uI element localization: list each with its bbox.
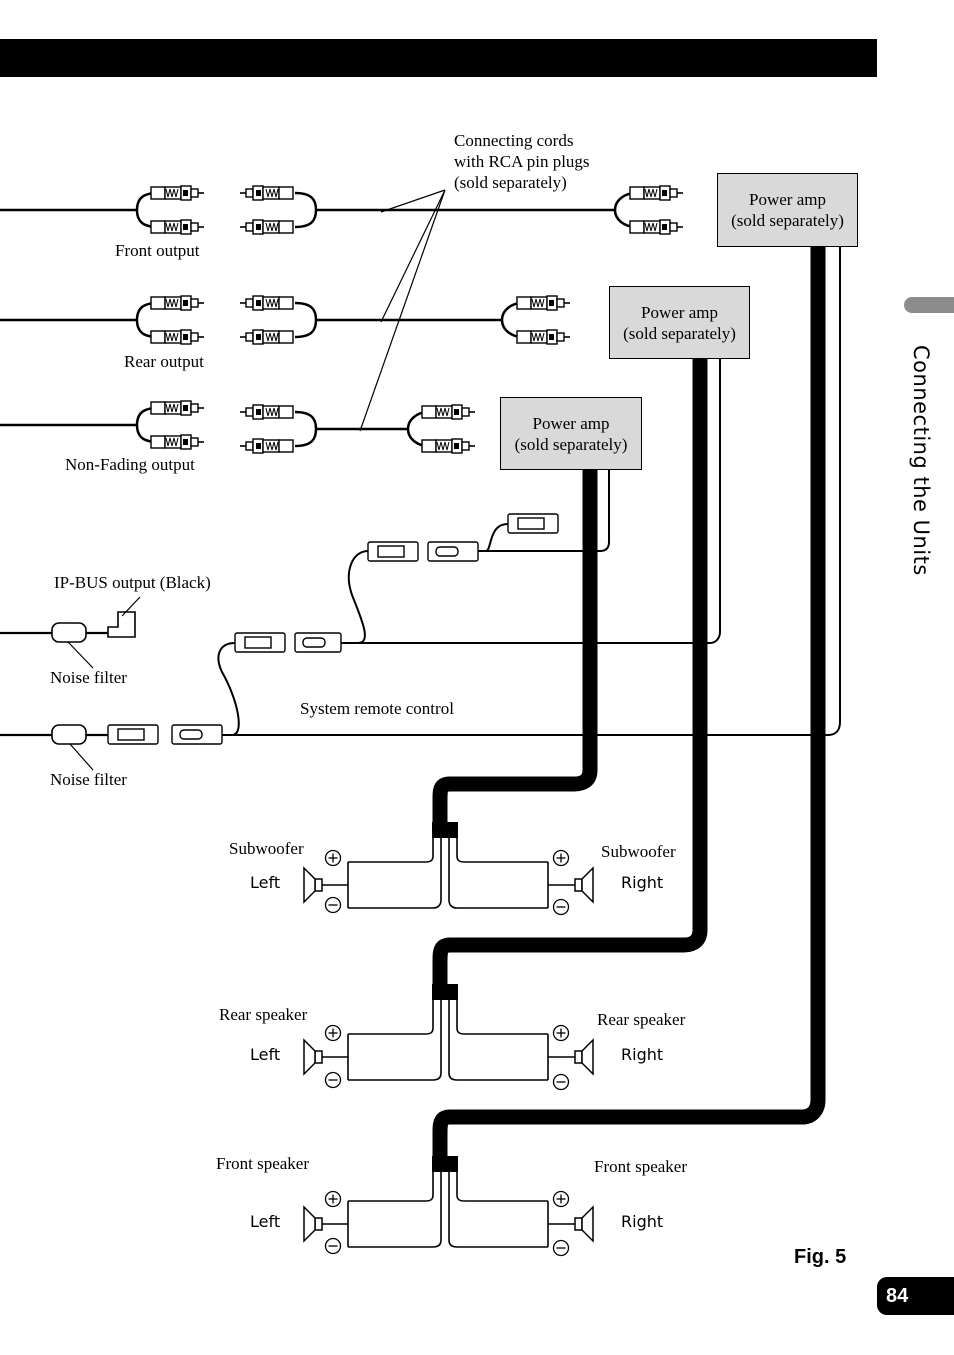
noise-filter-2 [51,724,87,745]
noise-filter-1 [51,611,136,643]
rca-note-pointers [359,189,446,432]
rear-right-side: Right [621,1045,664,1064]
rca-note: Connecting cords with RCA pin plugs (sol… [454,130,590,193]
ipbus-cable [0,631,108,737]
power-amp-rear-line2: (sold separately) [623,323,736,343]
rear-output-label: Rear output [124,352,204,371]
power-amp-sub-line1: Power amp [532,413,610,433]
subwoofer-left-speaker-icon [303,867,323,903]
rear-right-speaker-icon [574,1039,594,1075]
subwoofer-right-speaker-icon [574,867,594,903]
rear-left-side: Left [250,1045,281,1064]
non-fading-output-rca [0,406,429,448]
subwoofer-left-label: Subwoofer [229,839,304,858]
subwoofer-right-label: Subwoofer [601,842,676,861]
front-output-rca [0,191,637,229]
noise-filter-label-2: Noise filter [50,770,127,789]
subwoofer-left-side: Left [250,873,281,892]
speaker-cables [432,245,826,1172]
ipbus-output-label: IP-BUS output (Black) [54,573,211,592]
subwoofer-right-side: Right [621,873,664,892]
front-speaker-right-label: Front speaker [594,1157,688,1176]
noise-filter-label-1: Noise filter [50,668,127,687]
rca-note-line3: (sold separately) [454,173,567,192]
header-bar [0,39,877,77]
remote-wires [217,245,841,736]
page-number: 84 [877,1277,954,1315]
speaker-leads [322,838,575,1248]
power-amp-front: Power amp (sold separately) [717,173,858,247]
front-right-side: Right [621,1212,664,1231]
front-right-speaker-icon [574,1206,594,1242]
power-amp-rear: Power amp (sold separately) [609,286,750,359]
front-left-side: Left [250,1212,281,1231]
power-amp-subwoofer: Power amp (sold separately) [500,397,642,470]
power-amp-sub-line2: (sold separately) [514,434,628,454]
rear-speaker-left-label: Rear speaker [219,1005,308,1024]
rca-note-line1: Connecting cords [454,131,574,150]
section-title: Connecting the Units [909,345,933,576]
polarity-symbols [324,849,570,1257]
front-output-label: Front output [115,241,200,260]
rear-left-speaker-icon [303,1039,323,1075]
section-tab [904,297,954,313]
power-amp-front-line1: Power amp [749,190,826,209]
rca-note-line2: with RCA pin plugs [454,152,590,171]
power-amp-front-line2: (sold separately) [731,211,844,230]
front-speaker-left-label: Front speaker [216,1154,310,1173]
system-remote-label: System remote control [300,699,454,718]
non-fading-output-label: Non-Fading output [65,455,195,474]
figure-label: Fig. 5 [794,1246,847,1268]
rear-speaker-right-label: Rear speaker [597,1010,686,1029]
power-amp-rear-line1: Power amp [641,302,718,322]
front-left-speaker-icon [303,1206,323,1242]
